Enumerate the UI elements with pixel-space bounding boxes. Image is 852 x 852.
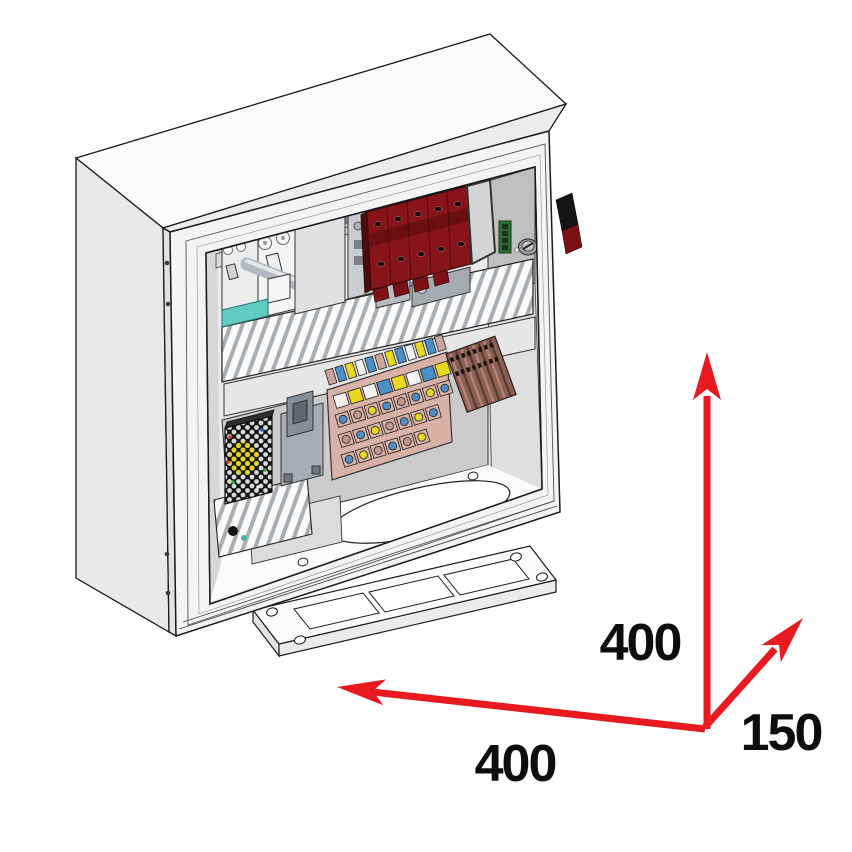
hinge-holes xyxy=(164,260,171,596)
sill-line xyxy=(182,500,555,623)
depth-arrowhead xyxy=(761,618,803,663)
teal-dot xyxy=(241,535,247,541)
width-arrow-line xyxy=(351,686,706,733)
spd-feet xyxy=(372,269,450,303)
clamp-white xyxy=(267,273,291,304)
circuit-breakers xyxy=(221,205,377,328)
width-dimension-label: 400 xyxy=(475,735,556,793)
brown-terminal-strip xyxy=(445,335,517,414)
width-arrowhead xyxy=(337,679,387,706)
quarter-turn-lock xyxy=(518,238,538,256)
enclosure-interior xyxy=(206,167,542,604)
green-plug-connector xyxy=(498,220,512,254)
relay-module xyxy=(280,390,324,487)
perforated-power-supply xyxy=(224,409,275,505)
door-catch xyxy=(555,192,583,255)
depth-arrow-line xyxy=(702,646,778,730)
height-dimension-label: 400 xyxy=(600,614,681,672)
left-face xyxy=(75,156,170,634)
breaker-teal-band xyxy=(221,298,269,328)
depth-dimension-label: 150 xyxy=(741,704,822,762)
enclosure-body xyxy=(74,33,568,638)
sill-line xyxy=(178,505,558,630)
gland-plate-cutouts xyxy=(293,558,530,630)
multicolor-terminal-blocks xyxy=(324,334,454,481)
dimension-arrows xyxy=(337,352,803,733)
opening-edge xyxy=(205,166,543,606)
cable-grommet xyxy=(228,526,238,536)
gland-plate xyxy=(251,545,558,658)
spd-endcap xyxy=(466,179,496,265)
gland-plate-holes xyxy=(266,552,548,645)
height-arrowhead xyxy=(693,352,721,400)
